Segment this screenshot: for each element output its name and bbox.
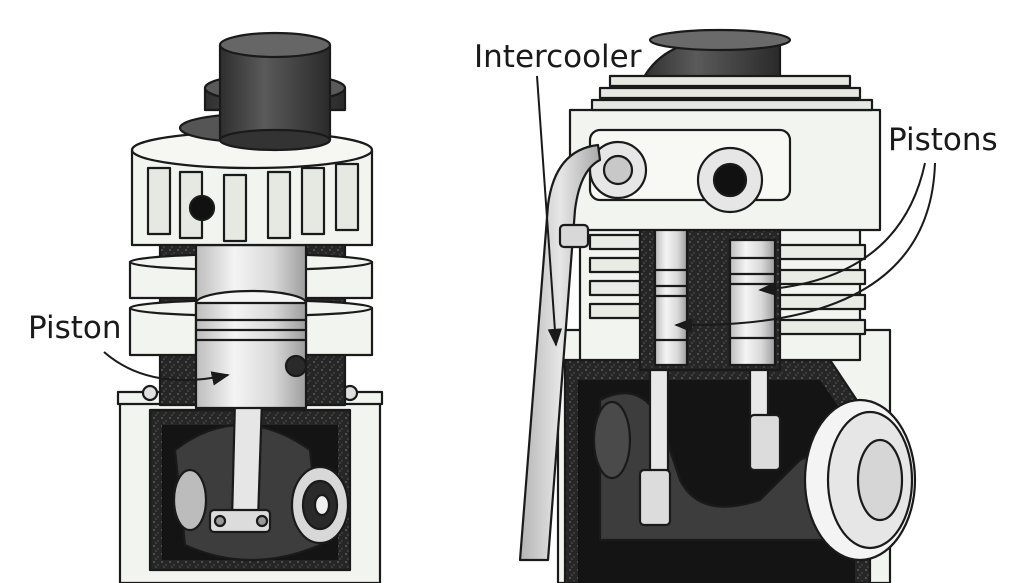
two-stage-compressor <box>518 28 917 583</box>
piston-large <box>728 256 777 340</box>
pistons-label: Pistons <box>888 122 998 158</box>
piston <box>194 289 308 410</box>
intercooler-pointer-arrow <box>536 75 563 347</box>
piston-small <box>653 268 689 342</box>
pistons-pointer-arrow-1 <box>758 162 926 297</box>
head-ports-right <box>588 140 764 214</box>
single-cylinder-compressor <box>116 31 384 583</box>
intercooler-pipe <box>518 143 602 562</box>
intercooler-label: Intercooler <box>474 39 642 75</box>
drive-pulley <box>803 398 917 562</box>
crank-bearing-left <box>172 468 208 532</box>
piston-label: Piston <box>28 310 122 346</box>
head-fins-right <box>590 74 874 112</box>
piston-pointer-arrow <box>103 351 230 386</box>
pistons-pointer-arrow-2 <box>674 162 936 333</box>
head-port <box>188 194 216 222</box>
head-fins <box>146 162 360 243</box>
